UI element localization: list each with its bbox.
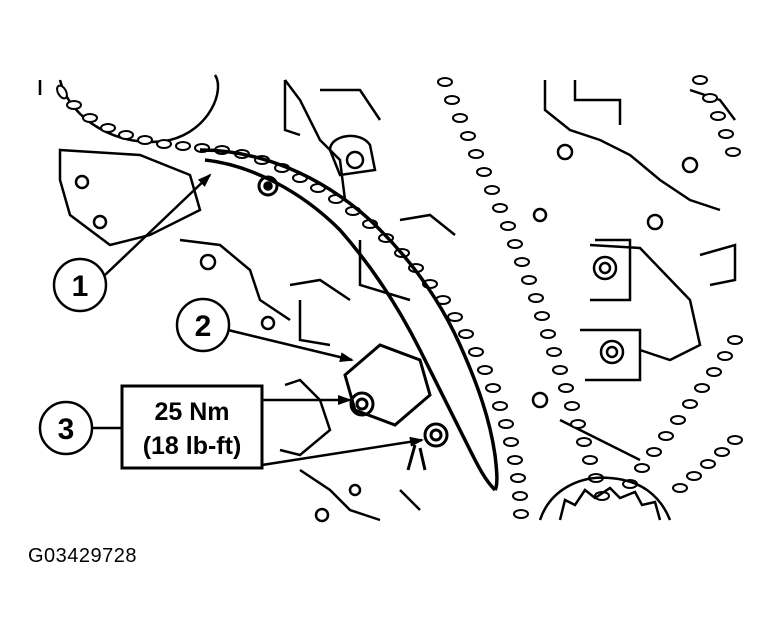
- leader-3b: [261, 436, 424, 467]
- figure-id: G03429728: [28, 545, 138, 567]
- timing-chain-guide: [199, 148, 499, 492]
- guide-mounting-bracket: [343, 343, 449, 471]
- callout-3-number: 3: [58, 413, 75, 446]
- callout-2-number: 2: [195, 310, 212, 343]
- leader-1: [104, 173, 212, 276]
- callout-1-number: 1: [72, 270, 89, 303]
- callout-1: 1: [52, 257, 108, 313]
- engine-block-background: [38, 74, 737, 523]
- callout-2: 2: [175, 297, 231, 353]
- torque-imperial: (18 lb-ft): [143, 432, 242, 460]
- callout-3: 3: [38, 400, 94, 456]
- torque-metric: 25 Nm: [154, 398, 229, 426]
- timing-chain-far-right: [622, 75, 743, 493]
- callout-leaders: [92, 173, 424, 467]
- crankshaft-sprocket: [538, 476, 672, 521]
- leader-2: [227, 328, 354, 363]
- torque-spec-box: 25 Nm (18 lb-ft): [120, 384, 264, 470]
